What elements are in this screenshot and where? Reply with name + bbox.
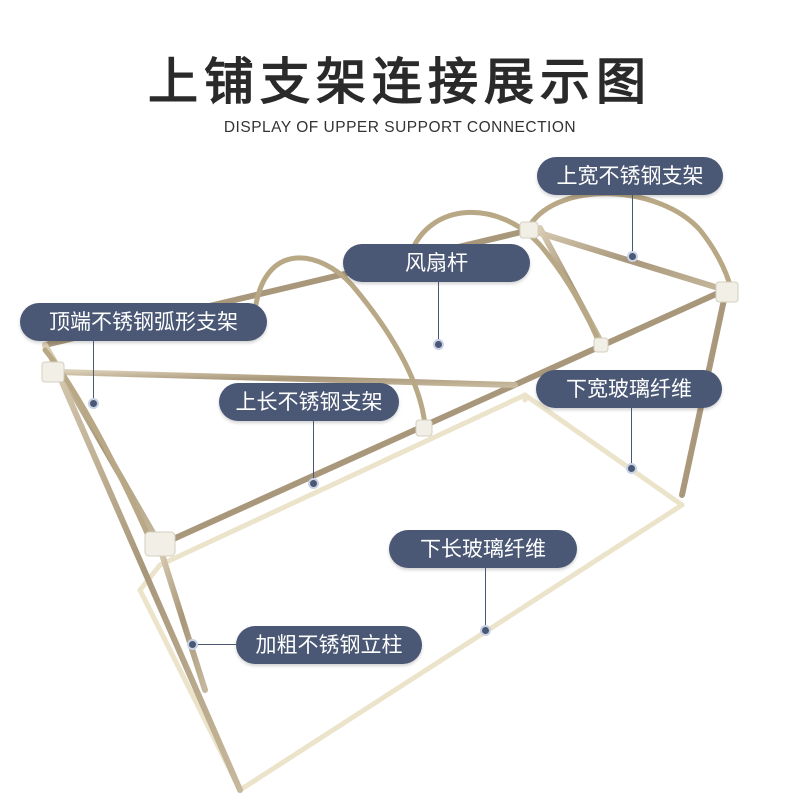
leader-lower-wide-fiberglass: [631, 408, 632, 466]
leader-upper-long-steel-bracket: [313, 421, 314, 482]
dot-thick-steel-post: [187, 639, 198, 650]
callout-fan-rod: 风扇杆: [343, 244, 530, 282]
fiberglass-frame: [137, 392, 685, 793]
dot-fan-rod: [433, 339, 444, 350]
dot-top-steel-arc-bracket: [88, 398, 99, 409]
leader-thick-steel-post: [196, 644, 236, 645]
callout-upper-long-steel-bracket: 上长不锈钢支架: [219, 383, 399, 421]
page-subtitle: DISPLAY OF UPPER SUPPORT CONNECTION: [223, 119, 577, 136]
callout-upper-wide-steel-bracket: 上宽不锈钢支架: [537, 157, 723, 195]
leader-upper-wide-steel-bracket: [632, 195, 633, 255]
connectors: [41, 221, 739, 557]
callout-lower-long-fiberglass: 下长玻璃纤维: [389, 530, 577, 568]
leader-lower-long-fiberglass: [485, 568, 486, 628]
leader-top-steel-arc-bracket: [93, 341, 94, 400]
callout-lower-wide-fiberglass: 下宽玻璃纤维: [536, 370, 722, 408]
page-title: 上铺支架连接展示图: [148, 53, 652, 111]
leader-fan-rod: [438, 282, 439, 340]
callout-thick-steel-post: 加粗不锈钢立柱: [236, 626, 422, 664]
dot-upper-wide-steel-bracket: [627, 251, 638, 262]
dot-lower-wide-fiberglass: [626, 463, 637, 474]
dot-upper-long-steel-bracket: [308, 478, 319, 489]
callout-top-steel-arc-bracket: 顶端不锈钢弧形支架: [20, 303, 267, 341]
dot-lower-long-fiberglass: [480, 625, 491, 636]
